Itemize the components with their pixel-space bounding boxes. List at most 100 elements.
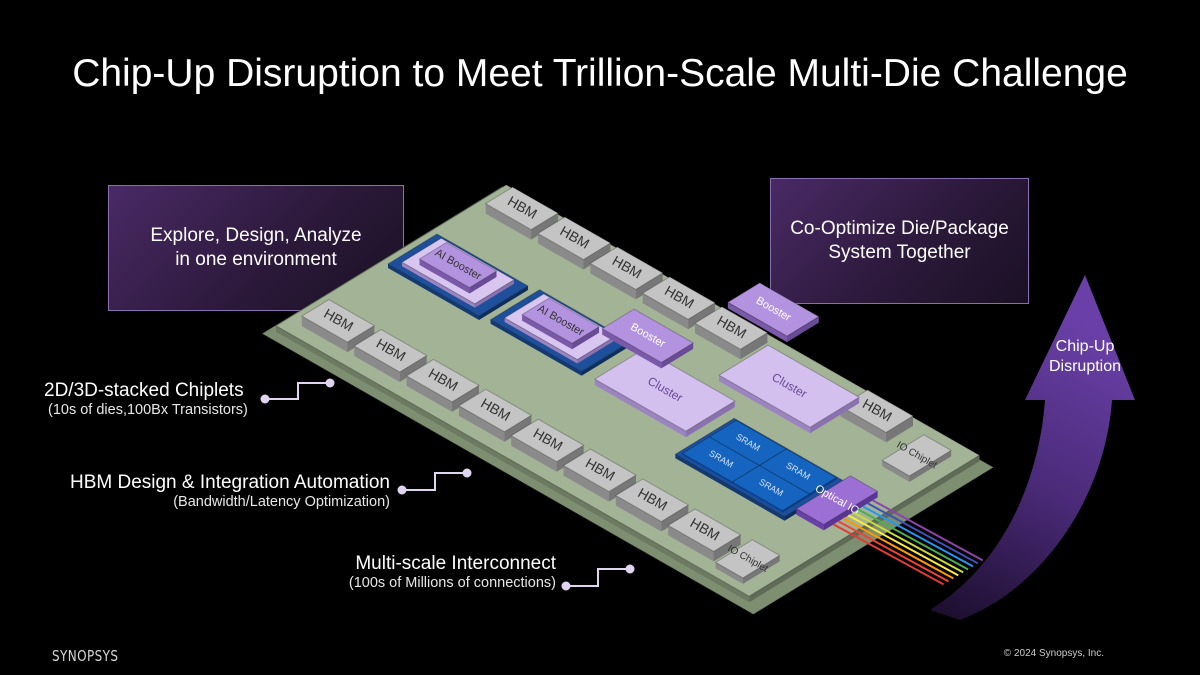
hbm-die: HBM xyxy=(536,216,612,270)
cluster-die: Cluster xyxy=(718,344,861,434)
callout-interconnect: Multi-scale Interconnect (100s of Millio… xyxy=(349,553,556,591)
sram-block-side xyxy=(682,453,733,484)
hbm-die-side xyxy=(537,233,584,270)
hbm-die-side xyxy=(615,495,662,532)
arrow-label-line2: Disruption xyxy=(1048,358,1122,375)
hbm-die-side xyxy=(886,415,913,443)
hbm-die-side xyxy=(556,445,584,472)
synopsys-logo: SYNOPSYS xyxy=(52,647,119,665)
io-chiplet-side xyxy=(742,555,780,584)
hbm-die-side xyxy=(301,316,348,353)
hbm-die-side xyxy=(399,355,427,382)
hbm-die-top xyxy=(510,418,585,463)
optical-fiber-line xyxy=(837,520,949,583)
hbm-die: HBM xyxy=(300,299,376,353)
booster-side xyxy=(602,328,662,369)
hbm-die: HBM xyxy=(693,306,769,360)
cluster-die: Cluster xyxy=(593,348,736,438)
callout-connector-hbm xyxy=(402,472,467,491)
io-chiplet-top xyxy=(881,434,953,477)
hbm-die-side xyxy=(661,505,689,532)
optical-fiber-line xyxy=(872,499,984,562)
hbm-die-top xyxy=(405,358,480,403)
hbm-die-side xyxy=(504,415,532,442)
sram-block-side xyxy=(782,494,810,513)
hbm-die-top xyxy=(589,246,664,290)
ai-booster-base-side xyxy=(577,335,617,364)
hbm-die-top xyxy=(300,299,376,343)
hbm-die-side xyxy=(511,435,557,472)
callout-connector-chiplets xyxy=(265,382,330,400)
hbm-die-side xyxy=(668,525,714,562)
ai-booster-side xyxy=(572,326,600,350)
sram-tile-side xyxy=(675,454,785,521)
hbm-die-side xyxy=(642,293,689,330)
callout-hbm: HBM Design & Integration Automation (Ban… xyxy=(70,472,390,510)
hbm-die-side xyxy=(406,375,453,412)
booster-side xyxy=(661,342,694,369)
optical-io-side xyxy=(796,508,824,531)
callout-title: 2D/3D-stacked Chiplets xyxy=(44,380,244,401)
compute-tile-side xyxy=(490,319,582,376)
hbm-die-top xyxy=(562,448,637,493)
hbm-die-side xyxy=(485,203,532,240)
hbm-die-top xyxy=(353,328,428,373)
callout-subtitle: (100s of Millions of connections) xyxy=(348,575,556,591)
ai-booster-side xyxy=(522,314,573,350)
hbm-die-side xyxy=(458,405,505,442)
hbm-die-top xyxy=(693,306,769,350)
hbm-die-top xyxy=(667,508,742,552)
booster-side xyxy=(787,316,819,343)
hbm-die-side xyxy=(840,406,887,443)
cluster-die-side xyxy=(810,397,860,434)
hbm-die-top xyxy=(641,276,717,320)
io-chiplet-side xyxy=(882,460,910,482)
booster-top xyxy=(726,282,820,337)
optical-fiber-line xyxy=(842,517,954,580)
optical-io-top xyxy=(795,475,879,525)
optical-fiber-line xyxy=(857,508,969,571)
chip-up-arrow-icon xyxy=(930,275,1135,620)
box-left-line2: in one environment xyxy=(175,249,337,270)
callout-subtitle: (Bandwidth/Latency Optimization) xyxy=(173,494,390,510)
callout-connector-interconnect xyxy=(566,568,630,587)
ai-booster-base-side xyxy=(474,279,514,308)
cluster-die-side xyxy=(685,401,735,438)
optical-fiber-line xyxy=(862,505,974,568)
hbm-die-side xyxy=(688,302,716,330)
ai-booster-side xyxy=(469,271,497,294)
ai-booster-base-side xyxy=(402,262,475,308)
hbm-die-side xyxy=(563,465,610,502)
hbm-die-side xyxy=(354,346,400,382)
cluster-die-side xyxy=(594,379,686,438)
compute-tile-side xyxy=(388,264,479,320)
compute-tile-side xyxy=(479,286,528,320)
callout-subtitle: (10s of dies,100Bx Transistors) xyxy=(48,402,248,418)
optical-fiber-line xyxy=(833,523,945,586)
io-chiplet-side xyxy=(909,450,952,482)
cluster-die-top xyxy=(718,344,861,428)
hbm-die: HBM xyxy=(405,358,480,412)
io-chiplet-top xyxy=(714,539,781,579)
callout-title: Multi-scale Interconnect xyxy=(355,553,556,574)
optical-fiber-line xyxy=(847,514,959,577)
hbm-die-top xyxy=(484,186,560,231)
hbm-die: HBM xyxy=(353,328,428,382)
ai-booster-side xyxy=(419,258,470,294)
callout-title: HBM Design & Integration Automation xyxy=(69,472,390,493)
ai-booster-top xyxy=(418,241,498,289)
io-chiplet-side xyxy=(715,562,743,584)
box-right-line2: System Together xyxy=(828,242,971,263)
copyright: © 2024 Synopsys, Inc. xyxy=(1003,648,1104,659)
hbm-die-side xyxy=(590,263,636,300)
hbm-die-top xyxy=(457,388,533,433)
hbm-die-side xyxy=(713,534,741,562)
callout-chiplets: 2D/3D-stacked Chiplets (10s of dies,100B… xyxy=(44,380,248,418)
booster: Booster xyxy=(601,308,695,369)
box-left-line1: Explore, Design, Analyze xyxy=(150,225,362,246)
compute-tile-side xyxy=(581,341,631,376)
io-chiplet: IO Chiplet xyxy=(714,539,781,584)
hbm-die-side xyxy=(740,332,768,360)
arrow-label-line1: Chip-Up xyxy=(1055,338,1115,355)
